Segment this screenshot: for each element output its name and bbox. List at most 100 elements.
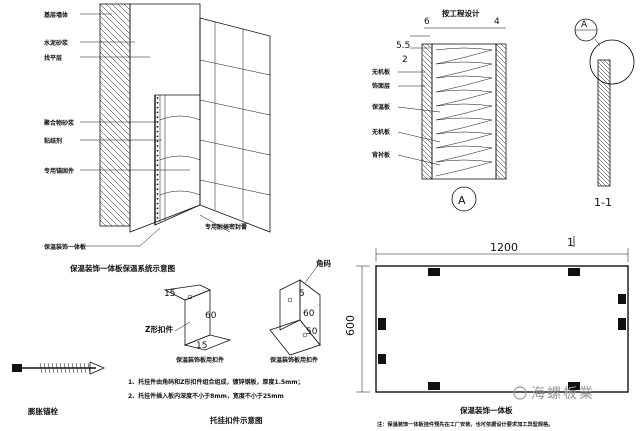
- hatch-line: [99, 129, 131, 161]
- hatch-line: [495, 63, 507, 75]
- panel-width: 1200: [490, 241, 518, 254]
- hatch-line: [495, 58, 507, 70]
- hatch-line: [99, 99, 131, 131]
- label-anchor: 专用锚固件: [44, 167, 74, 175]
- watermark: 海螺板業: [513, 386, 593, 402]
- angle-clip: 角码 5 60 50 保温装饰板用扣件: [269, 258, 331, 364]
- detail-a-marker: [451, 186, 477, 212]
- panel-dot: [156, 145, 159, 147]
- hatch-line: [607, 59, 611, 63]
- panel-dot: [156, 193, 159, 195]
- hatch-line: [421, 138, 433, 150]
- hatch-line: [99, 183, 131, 215]
- panel-section-mark: 1: [567, 236, 574, 249]
- watermark-icon: [513, 386, 527, 400]
- panel-plan: 1200 1 600 保温装饰一体板 注：保温装饰一体板挂件预先在工厂安装，也可…: [344, 236, 629, 428]
- hatch-line: [597, 81, 611, 95]
- detail-a-marker-text: A: [458, 194, 466, 207]
- hatch-line: [421, 163, 433, 175]
- panel-note: 注：保温装饰一体板挂件预先在工厂安装，也可依据设计要求加工异型规格。: [377, 420, 553, 428]
- hatch-line: [99, 21, 131, 53]
- hatch-line: [421, 123, 433, 135]
- detail-a-label-inorganic: 无机板: [371, 128, 391, 136]
- hatch-line: [495, 73, 507, 85]
- hatch-line: [495, 168, 507, 180]
- panel-dot: [156, 173, 159, 176]
- angle-clip-name: 角码: [316, 258, 331, 268]
- hatch-line: [99, 219, 107, 227]
- hatch-line: [597, 181, 603, 187]
- panel-dot: [156, 164, 159, 167]
- hatch-line: [597, 165, 611, 179]
- hatch-line: [597, 133, 611, 147]
- hatch-line: [495, 128, 507, 140]
- hatch-line: [597, 129, 611, 143]
- panel-dot: [156, 106, 159, 109]
- hatch-line: [99, 33, 131, 65]
- hatch-line: [495, 133, 507, 145]
- hatch-line: [99, 117, 131, 149]
- hatch-line: [495, 153, 507, 165]
- clips: 15 60 15 Z形扣件 保温装饰板用扣件 角码 5 60 50 保温装饰板用…: [128, 258, 331, 425]
- panel-dot: [156, 101, 159, 104]
- angle-clip-dim-3: 50: [306, 327, 318, 337]
- hatch-line: [597, 141, 611, 155]
- z-clip-dim-3: 15: [196, 341, 207, 351]
- panel-dot: [156, 154, 159, 157]
- angle-clip-dim-1: 5: [299, 289, 305, 299]
- clips-note-1: 1、托挂件由角码和Z形扣件组合组成，镀锌钢板，厚度1.5mm；: [128, 378, 304, 386]
- hatch-line: [597, 117, 611, 131]
- hatch-line: [117, 3, 131, 17]
- panel-clip-block: [618, 294, 626, 304]
- hatch-line: [597, 77, 611, 91]
- hatch-line: [421, 43, 433, 55]
- label-board: 保温装饰一体板: [43, 243, 87, 251]
- hatch-line: [495, 158, 507, 170]
- section-marker-text: A: [581, 20, 588, 30]
- angle-clip-dim-2: 60: [303, 309, 315, 319]
- panel-clip-block: [378, 354, 386, 364]
- hatch-line: [421, 98, 433, 110]
- detail-a: 按工程设计 6 4 5.5 2 无机板 饰面层 保温板 无机板 背衬板 A: [371, 8, 507, 212]
- panel-dot: [156, 217, 159, 219]
- panel-dot: [156, 188, 159, 191]
- panel-clip-block: [568, 268, 580, 276]
- clips-note-2: 2、托挂件插入板内深度不小于8mm，宽度不小于25mm: [128, 392, 284, 400]
- base-wall: [99, 3, 131, 227]
- hatch-line: [421, 53, 433, 65]
- z-clip: 15 60 15 Z形扣件 保温装饰板用扣件: [145, 284, 232, 364]
- hatch-line: [599, 59, 611, 71]
- z-clip-caption: 保温装饰板用扣件: [175, 356, 224, 364]
- hatch-line: [99, 147, 131, 179]
- hatch-line: [99, 9, 131, 41]
- hatch-line: [597, 85, 611, 99]
- hatch-line: [597, 93, 611, 107]
- hatch-line: [597, 169, 611, 183]
- hatch-line: [495, 48, 507, 60]
- panel-outline: [375, 265, 629, 393]
- hatch-line: [99, 207, 119, 227]
- hatch-line: [495, 118, 507, 130]
- hatch-line: [421, 148, 433, 160]
- hatch-line: [99, 189, 131, 221]
- panel-dot: [156, 125, 159, 128]
- panel-dot: [156, 97, 159, 99]
- hatch-line: [597, 113, 611, 127]
- panel-caption: 保温装饰一体板: [459, 405, 513, 415]
- detail-a-label-inorganic-top: 无机板: [371, 68, 391, 76]
- detail-a-dim-2: 4: [494, 17, 500, 27]
- hatch-line: [71, 362, 75, 374]
- hatch-line: [421, 143, 433, 155]
- hatch-line: [597, 105, 611, 119]
- hatch-line: [495, 83, 507, 95]
- panel-dot: [156, 111, 159, 114]
- hatch-line: [99, 15, 131, 47]
- clips-caption: 托挂扣件示意图: [210, 415, 263, 425]
- insulation-wave: [435, 75, 493, 93]
- hatch-line: [597, 73, 611, 87]
- z-clip-dim-2: 60: [205, 311, 217, 321]
- hatch-line: [39, 362, 43, 374]
- panel-dot: [156, 116, 159, 119]
- hatch-line: [597, 61, 611, 75]
- hatch-line: [421, 58, 433, 70]
